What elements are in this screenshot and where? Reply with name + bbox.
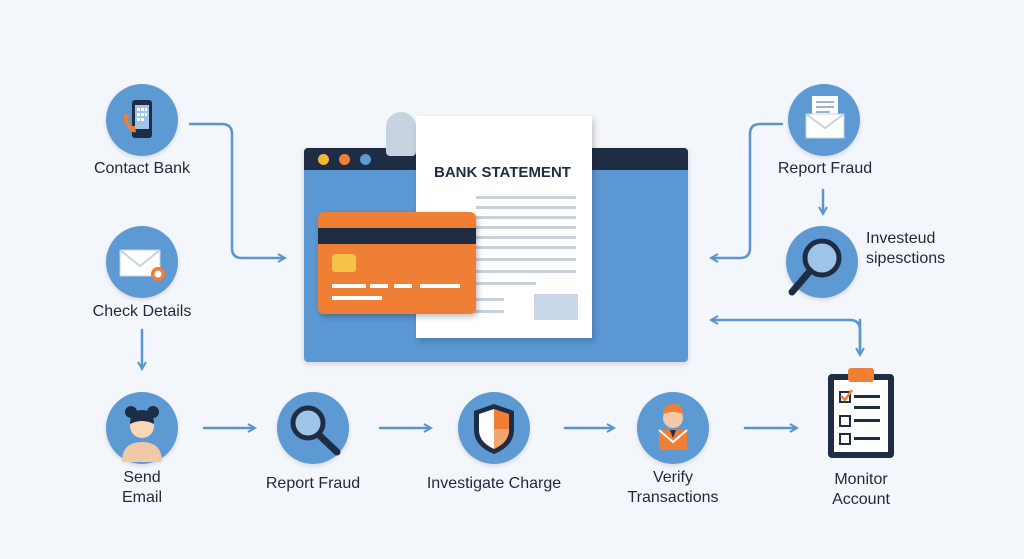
- statement-line: [476, 206, 576, 209]
- window-dot-orange: [339, 154, 350, 165]
- send-email-node: [106, 392, 178, 464]
- contact-bank-label: Contact Bank: [93, 160, 191, 177]
- statement-summary-box: [534, 294, 578, 320]
- envelope-icon: [119, 249, 165, 281]
- check-details-node: [106, 226, 178, 298]
- statement-line: [476, 258, 576, 261]
- investigate-charge-label: Investigate Charge: [426, 475, 562, 492]
- envelope-icon: [805, 96, 845, 139]
- statement-title: BANK STATEMENT: [434, 164, 571, 181]
- check-details-label: Check Details: [92, 303, 192, 320]
- report-fraud-top-label: Report Fraud: [777, 160, 873, 177]
- card-number-segment: [420, 284, 460, 288]
- send-email-label-line1: Send: [123, 469, 161, 486]
- verify-transactions-label-line1: Verify: [652, 469, 693, 486]
- magnifier-icon: [290, 405, 341, 456]
- arrow-contact-to-statement: [188, 122, 284, 258]
- statement-line: [476, 282, 536, 285]
- person-icon: [122, 406, 162, 462]
- shield-icon: [474, 404, 514, 454]
- card-chip: [332, 254, 356, 272]
- report-fraud-bottom-label: Report Fraud: [265, 475, 361, 492]
- arrow-report-top-to-statement: [712, 122, 784, 258]
- contact-bank-node: [106, 84, 178, 156]
- verify-transactions-label-line2: Transactions: [627, 489, 719, 506]
- investigate-charge-node: [458, 392, 530, 464]
- window-dot-blue: [360, 154, 371, 165]
- credit-card: [318, 212, 476, 314]
- arrow-monitor-to-statement: [712, 320, 862, 356]
- window-dot-yellow: [318, 154, 329, 165]
- card-number-segment: [394, 284, 412, 288]
- statement-scroll-curl: [386, 112, 416, 156]
- report-fraud-top-node: [788, 84, 860, 156]
- report-fraud-bottom-node: [277, 392, 349, 464]
- magnifier-icon: [788, 238, 842, 296]
- monitor-account-label-line1: Monitor: [834, 471, 888, 488]
- statement-line: [476, 226, 576, 229]
- investigate-suspicions-label-line2: sipesctions: [866, 250, 946, 267]
- statement-line: [476, 246, 576, 249]
- card-number-segment: [332, 284, 366, 288]
- investigate-suspicions-node: [786, 226, 858, 298]
- verify-transactions-node: [637, 392, 709, 464]
- monitor-account-label-line2: Account: [832, 491, 890, 508]
- phone-icon: [123, 100, 152, 138]
- statement-line: [476, 236, 576, 239]
- statement-line: [476, 270, 576, 273]
- monitor-account-node: [826, 366, 896, 460]
- card-holder-line: [332, 296, 382, 300]
- investigate-suspicions-label-line1: Investeud: [866, 230, 936, 247]
- send-email-label-line2: Email: [121, 489, 162, 506]
- clipboard-icon: [828, 368, 894, 458]
- card-magnetic-stripe: [318, 228, 476, 244]
- card-number-segment: [370, 284, 388, 288]
- person-icon: [658, 404, 688, 450]
- statement-line: [476, 196, 576, 199]
- statement-line: [476, 216, 576, 219]
